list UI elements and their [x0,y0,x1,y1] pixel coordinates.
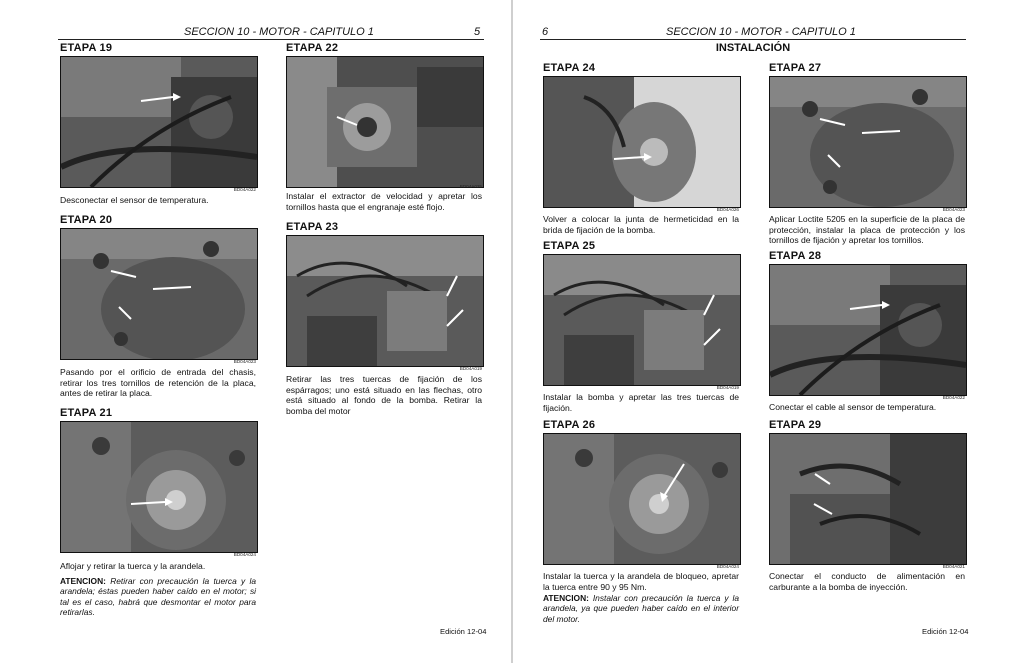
step-24-title: ETAPA 24 [543,62,596,74]
step-24-photo [543,76,741,208]
step-28-caption: Conectar el cable al sensor de temperatu… [769,402,937,412]
step-19-title: ETAPA 19 [60,42,113,54]
step-20-code: BD04A023 [233,359,256,364]
step-22-code: BD04A025 [459,184,482,189]
step-21-note-text: Retirar con precaución la tuerca y la ar… [60,576,257,618]
step-26-caption: Instalar la tuerca y la arandela de bloq… [543,571,739,592]
step-23-photo [286,235,484,367]
page-gutter [511,0,513,663]
step-27-caption: Aplicar Loctite 5205 en la superficie de… [769,214,965,246]
step-22-title: ETAPA 22 [286,42,339,54]
step-22-caption: Instalar el extractor de velocidad y apr… [286,191,482,212]
step-22-photo [286,56,484,188]
step-20-caption: Pasando por el orificio de entrada del c… [60,367,256,399]
step-27-code: BD04A023 [942,207,965,212]
step-29-photo [769,433,967,565]
step-19-code: BD04A022 [233,187,256,192]
step-21-photo [60,421,258,553]
left-footer: Edición 12-04 [440,627,487,636]
step-21-code: BD04A024 [233,552,256,557]
step-27-photo [769,76,967,208]
step-26-photo [543,433,741,565]
step-26-note-label: ATENCION: [543,593,589,603]
right-header-rule [540,39,966,40]
step-21-note-label: ATENCION: [60,576,106,586]
step-25-photo [543,254,741,386]
left-header-rule [58,39,484,40]
step-20-photo [60,228,258,360]
step-29-title: ETAPA 29 [769,419,822,431]
left-header-page-number: 5 [474,26,481,38]
step-26-note-text: Instalar con precaución la tuerca y la a… [543,593,739,624]
step-19-caption: Desconectar el sensor de temperatura. [60,195,209,205]
step-29-code: BD04A021 [942,564,965,569]
step-21-caption: Aflojar y retirar la tuerca y la arandel… [60,561,206,571]
right-header-page-number: 6 [542,26,549,38]
right-header-section: SECCION 10 - MOTOR - CAPITULO 1 [666,26,856,38]
right-footer: Edición 12-04 [922,627,969,636]
step-25-title: ETAPA 25 [543,240,596,252]
step-27-title: ETAPA 27 [769,62,822,74]
step-23-code: BD04A019 [459,366,482,371]
step-20-title: ETAPA 20 [60,214,113,226]
step-24-code: BD04A026 [716,207,739,212]
step-24-caption: Volver a colocar la junta de hermeticida… [543,214,739,235]
step-29-caption: Conectar el conducto de alimentación en … [769,571,965,592]
step-25-caption: Instalar la bomba y apretar las tres tue… [543,392,739,413]
step-26-code: BD04A024 [716,564,739,569]
step-28-code: BD04A022 [942,395,965,400]
step-26-title: ETAPA 26 [543,419,596,431]
step-28-title: ETAPA 28 [769,250,822,262]
step-23-title: ETAPA 23 [286,221,339,233]
section-title: INSTALACIÓN [715,42,791,54]
step-28-photo [769,264,967,396]
step-19-photo [60,56,258,188]
step-21-title: ETAPA 21 [60,407,113,419]
step-26-note: ATENCION: Instalar con precaución la tue… [543,593,739,624]
step-25-code: BD04A019 [716,385,739,390]
step-21-note: ATENCION: Retirar con precaución la tuer… [60,576,256,618]
left-header-section: SECCION 10 - MOTOR - CAPITULO 1 [184,26,374,38]
step-23-caption: Retirar las tres tuercas de fijación de … [286,374,482,416]
